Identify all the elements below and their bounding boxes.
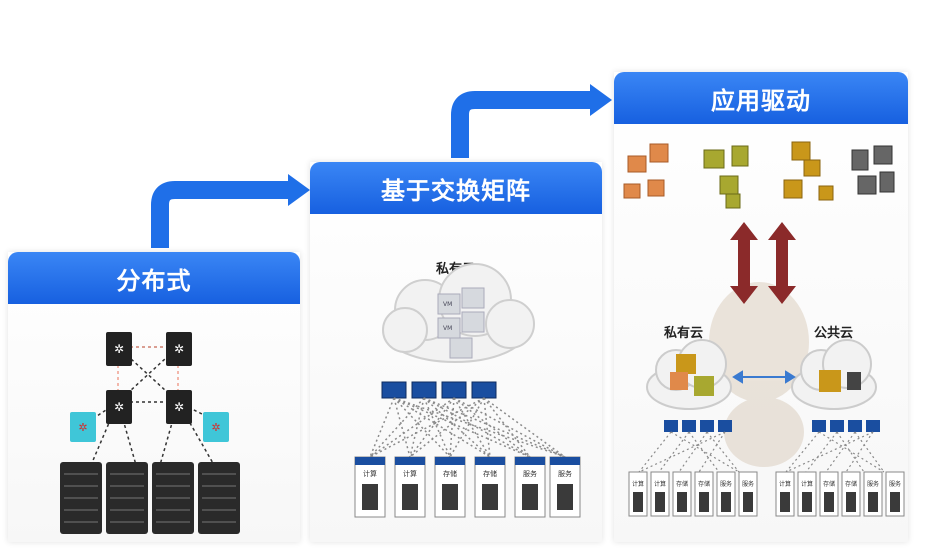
server-label: 服务 — [523, 469, 537, 478]
svg-text:✲: ✲ — [211, 421, 220, 434]
server-label: 存储 — [483, 469, 497, 478]
up-down-arrows — [730, 222, 796, 304]
app-icons-olive — [703, 145, 749, 209]
stage-distributed: 分布式 ✲ ✲ ✲ ✲ ✲ ✲ — [8, 252, 300, 542]
server-label: 服务 — [867, 480, 879, 488]
left-spine-switches — [664, 420, 732, 432]
right-spine-switches — [812, 420, 880, 432]
app-icons-gray — [851, 145, 895, 195]
server-label: 计算 — [632, 480, 644, 488]
background-smoke — [709, 282, 809, 467]
server-label: 服务 — [720, 480, 732, 488]
arrow-head-2 — [590, 84, 612, 116]
vm-cubes — [437, 287, 485, 359]
app-icons-orange — [623, 143, 669, 199]
server-label: 计算 — [403, 469, 417, 478]
vm-label-2: VM — [443, 325, 452, 332]
server-label: 存储 — [698, 480, 710, 488]
private-cloud-label: 私有云 — [664, 326, 704, 341]
server-label: 计算 — [779, 480, 791, 488]
server-label: 计算 — [363, 469, 377, 478]
cloud-sync-arrow — [732, 370, 796, 384]
server-label: 服务 — [742, 480, 754, 488]
app-icons-gold — [783, 141, 834, 201]
svg-text:✲: ✲ — [114, 342, 124, 356]
stage-app-driven-title: 应用驱动 — [614, 72, 908, 124]
server-label: 计算 — [801, 480, 813, 488]
server-label: 计算 — [654, 480, 666, 488]
leaf-servers — [354, 456, 581, 518]
right-servers — [775, 471, 905, 517]
arrow-stage1-to-stage2 — [151, 181, 290, 248]
server-label: 存储 — [676, 480, 688, 488]
server-label: 服务 — [889, 480, 901, 488]
switch-fabric-illustration: VM VM 计算 计算 存储 存储 服务 服务 — [354, 263, 581, 518]
server-label: 存储 — [823, 480, 835, 488]
svg-text:✲: ✲ — [114, 400, 124, 414]
svg-text:✲: ✲ — [78, 421, 87, 434]
stage-distributed-title: 分布式 — [8, 252, 300, 304]
server-label: 存储 — [845, 480, 857, 488]
app-driven-illustration: 计算 计算 存储 存储 服务 服务 计算 计算 存储 存储 服务 服务 — [623, 141, 905, 517]
distributed-network-illustration: ✲ ✲ ✲ ✲ ✲ ✲ — [60, 332, 240, 534]
core-switches — [106, 332, 192, 424]
arrow-stage2-to-stage3 — [451, 91, 592, 158]
server-label: 存储 — [443, 469, 457, 478]
spine-switches — [381, 381, 497, 399]
server-label: 服务 — [558, 469, 572, 478]
left-servers — [628, 471, 758, 517]
private-cloud-icon — [646, 339, 732, 410]
edge-switches — [70, 412, 229, 442]
vm-label-1: VM — [443, 301, 452, 308]
public-cloud-label: 公共云 — [814, 326, 854, 341]
svg-text:✲: ✲ — [174, 400, 184, 414]
arrow-head-1 — [288, 174, 310, 206]
stage-switch-fabric-title: 基于交换矩阵 — [310, 162, 602, 214]
svg-text:✲: ✲ — [174, 342, 184, 356]
stage-app-driven: 应用驱动 私有云 公共云 — [614, 72, 908, 542]
